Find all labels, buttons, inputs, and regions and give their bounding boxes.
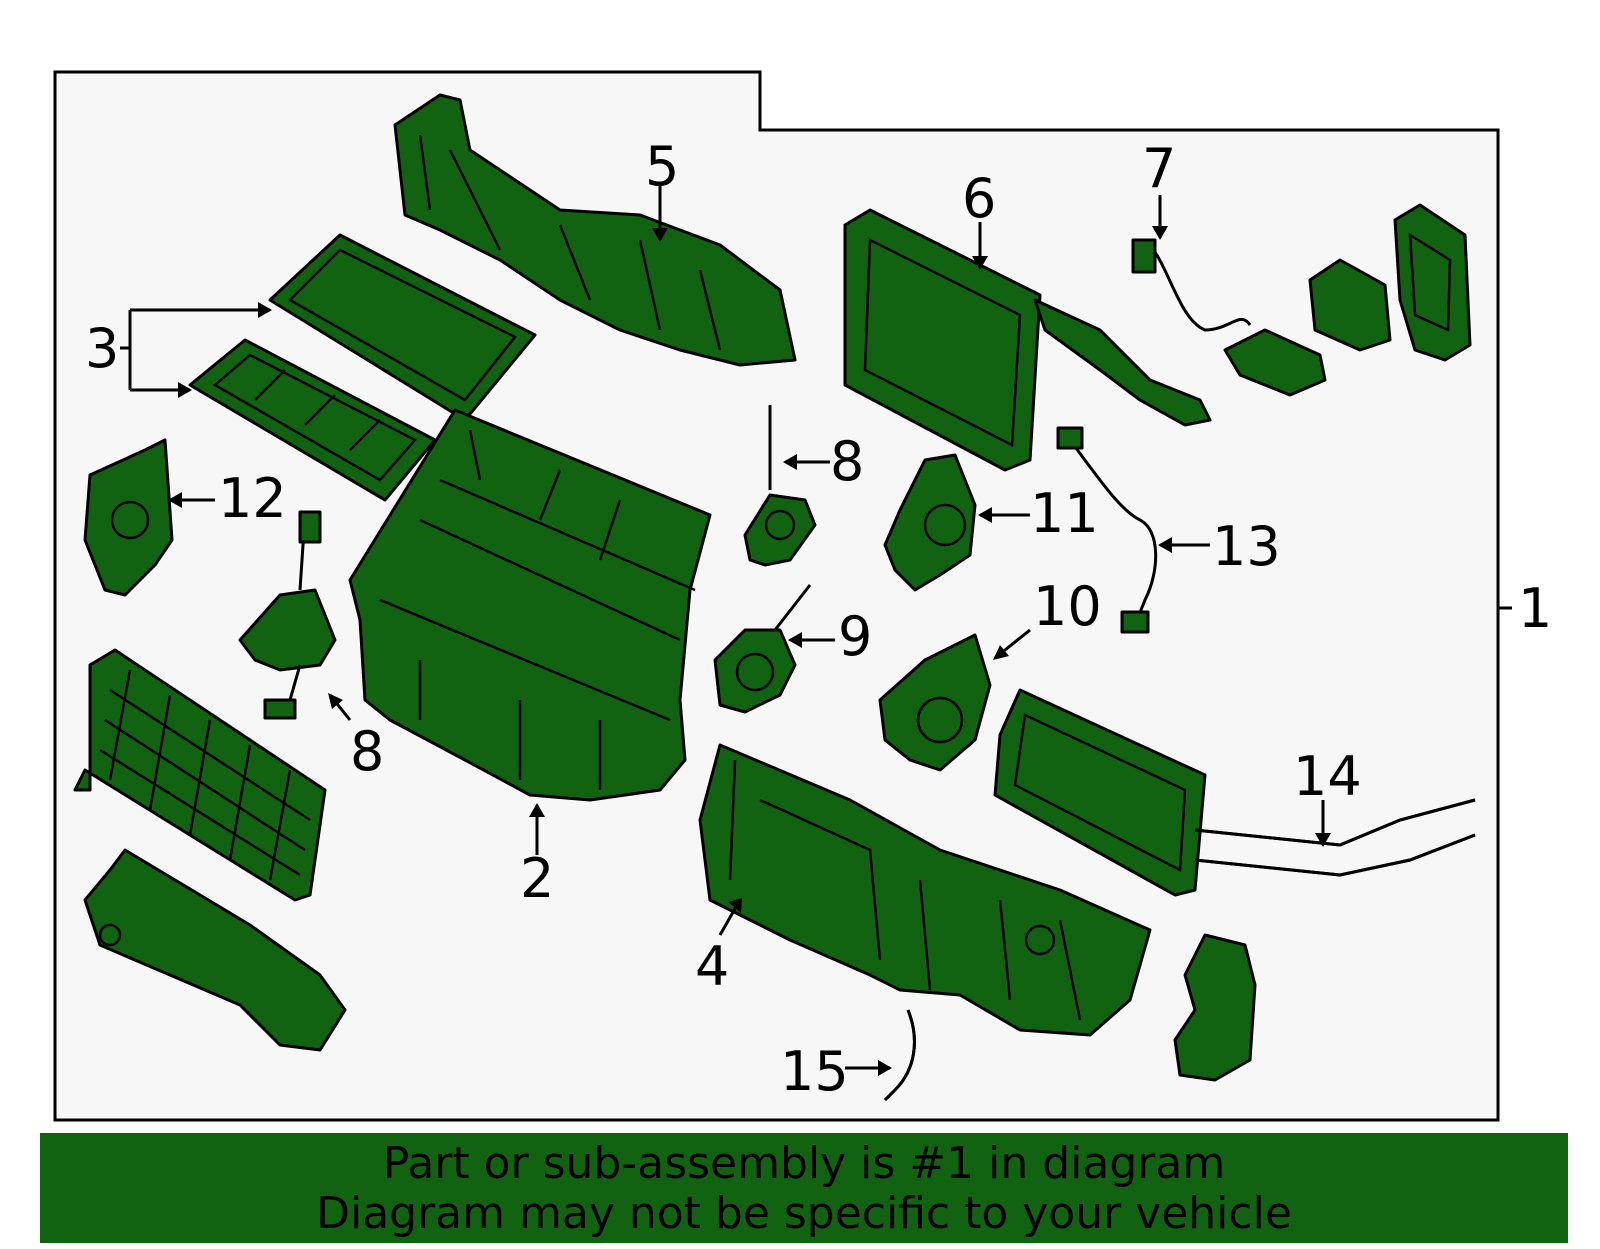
part-2-main-case[interactable] <box>348 408 712 802</box>
footer-banner: Part or sub-assembly is #1 in diagram Di… <box>40 1133 1568 1243</box>
callout-12: 12 <box>218 467 287 530</box>
callout-5: 5 <box>645 135 679 198</box>
part-13-harness[interactable] <box>1056 426 1158 634</box>
callout-3: 3 <box>85 317 119 380</box>
part-gasket-blocks[interactable] <box>1223 203 1472 397</box>
part-15-drain-hose[interactable] <box>883 1009 916 1102</box>
part-3-filter-upper[interactable] <box>268 233 537 422</box>
part-11-actuator[interactable] <box>883 453 977 592</box>
callout-8-right: 8 <box>830 430 864 493</box>
part-9-actuator[interactable] <box>713 584 812 714</box>
part-12-actuator[interactable] <box>83 438 174 597</box>
footer-line-2: Diagram may not be specific to your vehi… <box>316 1188 1292 1239</box>
callout-13: 13 <box>1212 515 1281 578</box>
callout-10: 10 <box>1033 575 1102 638</box>
part-14-heater-core[interactable] <box>993 688 1476 897</box>
callout-7: 7 <box>1142 137 1176 200</box>
part-7-sensor[interactable] <box>1131 238 1252 332</box>
callout-11: 11 <box>1030 482 1099 545</box>
part-5-upper-duct[interactable] <box>393 93 797 367</box>
callout-14: 14 <box>1293 745 1362 808</box>
leader-lines <box>120 185 1512 1076</box>
part-6-evaporator[interactable] <box>843 208 1212 472</box>
footer-line-1: Part or sub-assembly is #1 in diagram <box>382 1138 1226 1189</box>
callout-6: 6 <box>962 167 996 230</box>
part-8-actuator-left[interactable] <box>238 510 337 720</box>
callout-15: 15 <box>780 1040 849 1103</box>
part-10-actuator[interactable] <box>878 633 992 772</box>
part-screen-panel[interactable] <box>73 648 327 902</box>
part-8-actuator-right[interactable] <box>743 405 817 567</box>
callout-8-left: 8 <box>350 720 384 783</box>
part-lower-duct[interactable] <box>83 848 347 1052</box>
part-4-lower-case[interactable] <box>698 743 1152 1037</box>
callout-9: 9 <box>838 605 872 668</box>
callout-1: 1 <box>1518 577 1552 640</box>
callout-2: 2 <box>520 847 554 910</box>
callout-4: 4 <box>695 935 729 998</box>
part-side-bracket[interactable] <box>1173 933 1257 1082</box>
